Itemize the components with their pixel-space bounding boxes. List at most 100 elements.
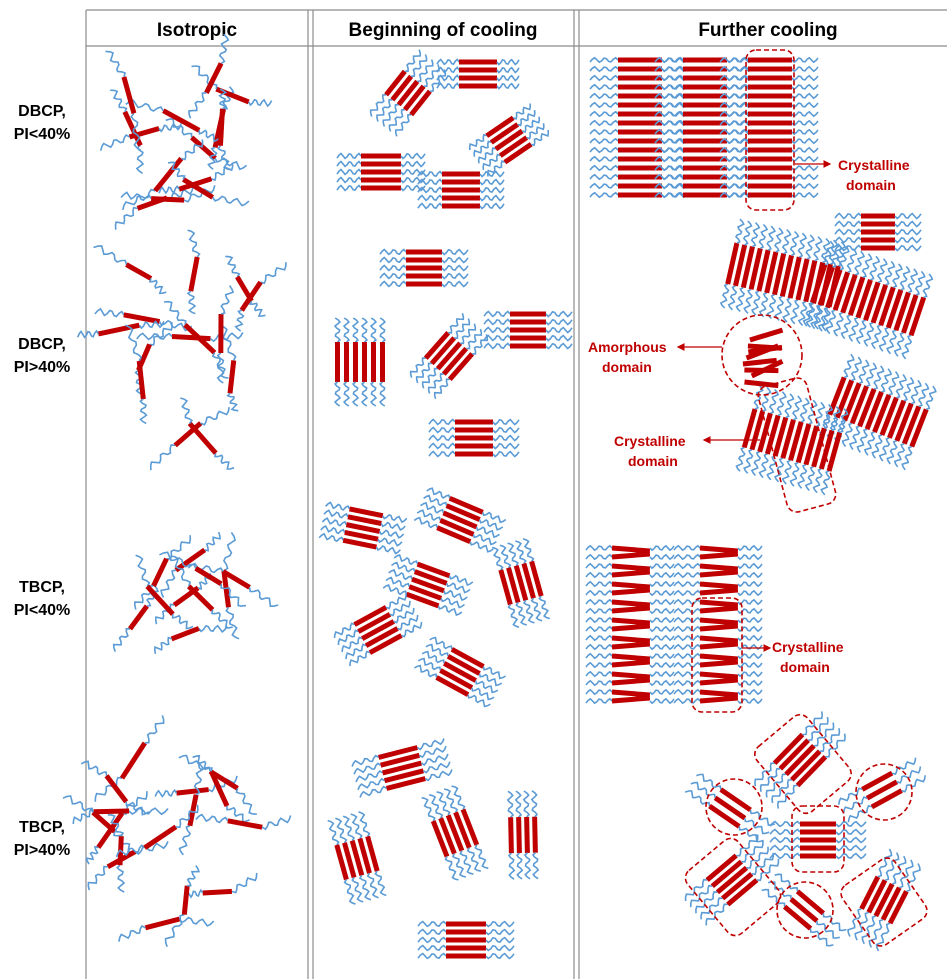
polymer-chain (321, 526, 345, 533)
polymer-chain (515, 541, 525, 564)
polymer-chain (590, 85, 618, 89)
polymer-chain (497, 60, 519, 65)
polymer-chain (493, 420, 519, 425)
polymer-chain (776, 296, 784, 320)
mesogen-rod (94, 811, 129, 812)
polymer-chain (425, 770, 452, 781)
svg-text:Crystalline: Crystalline (838, 157, 910, 173)
svg-text:Amorphous: Amorphous (588, 339, 667, 355)
crystalline-block (835, 214, 921, 251)
polymer-chain (350, 652, 370, 667)
mesogen-stack (414, 638, 505, 707)
polymer-chain (791, 463, 799, 487)
mesogen-rod (519, 817, 520, 853)
polymer-chain (770, 854, 800, 859)
polymer-chain (836, 846, 866, 851)
polymer-chain (736, 219, 744, 243)
polymer-chain (375, 871, 386, 895)
mesogen-rod (700, 584, 738, 587)
polymer-chain (590, 130, 618, 134)
polymer-chain (371, 382, 376, 406)
mesogen-stack (335, 594, 422, 666)
polymer-chain (650, 582, 674, 586)
svg-text:PI<40%: PI<40% (14, 602, 70, 619)
polymer-chain (586, 600, 612, 604)
annotation-crystalline-domain-2: Crystalline domain (614, 433, 760, 469)
polymer-chain (799, 233, 807, 257)
polymer-chain (650, 573, 674, 577)
polymer-chain (895, 238, 921, 243)
polymer-chain (650, 663, 674, 667)
polymer-chain (110, 90, 126, 112)
polymer-chain (590, 157, 618, 161)
crystalline-cluster (686, 835, 779, 926)
mesogen-rod (700, 692, 738, 695)
polymer-chain (509, 853, 514, 879)
isotropic-column-illustrations (63, 34, 291, 947)
polymer-chain (159, 186, 179, 193)
mesogen-stack (508, 791, 538, 879)
polymer-chain (380, 266, 406, 271)
polymer-chain (586, 627, 612, 631)
polymer-chain (895, 246, 921, 251)
polymer-chain (418, 196, 442, 201)
polymer-chain (791, 232, 799, 256)
polymer-chain (337, 154, 361, 159)
polymer-chain (429, 436, 455, 441)
polymer-chain (902, 775, 926, 791)
crystalline-block (804, 241, 933, 359)
mesogen-stack (319, 503, 407, 554)
polymer-chain (586, 699, 612, 703)
polymer-chain (770, 830, 800, 835)
mesogen-rod (343, 540, 376, 547)
mesogen-rod (177, 790, 209, 794)
polymer-chain (345, 880, 356, 905)
polymer-chain (480, 180, 504, 185)
mesogen-rod (743, 360, 777, 364)
polymer-chain (821, 471, 829, 495)
mesogen-rod (220, 109, 222, 146)
mesogen-rod (700, 620, 738, 623)
polymer-chain (423, 762, 450, 773)
polymer-chain (215, 158, 246, 169)
polymer-chain (78, 331, 99, 337)
polymer-chain (437, 84, 459, 89)
polymer-chain (686, 880, 708, 901)
polymer-chain (86, 847, 98, 864)
polymer-chain (674, 555, 700, 559)
polymer-chain (752, 223, 760, 247)
polymer-chain (188, 230, 200, 257)
polymer-chain (136, 555, 150, 586)
polymer-chain (173, 614, 193, 628)
crystalline-cluster (848, 849, 920, 951)
polymer-chain (360, 875, 371, 900)
mesogen-rod (700, 698, 738, 701)
polymer-chain (650, 546, 674, 550)
polymer-chain (493, 444, 519, 449)
polymer-chain (380, 282, 406, 287)
polymer-chain (674, 636, 700, 640)
polymer-chain (351, 814, 362, 838)
mesogen-rod (612, 590, 650, 593)
mesogen-rod (355, 607, 387, 624)
mesogen-rod (612, 584, 650, 587)
polymer-chain (500, 545, 510, 568)
polymer-chain (517, 853, 522, 879)
mesogen-rod (612, 602, 650, 605)
polymer-chain (835, 214, 861, 219)
polymer-chain (480, 188, 504, 193)
polymer-chain (81, 761, 106, 776)
mesogen-stack (352, 739, 452, 798)
mesogen-stack (414, 488, 506, 552)
mesogen-rod (612, 656, 650, 659)
polymer-chain (362, 382, 367, 406)
polymer-chain (188, 291, 195, 314)
polymer-chain (352, 878, 363, 902)
polymer-chain (586, 564, 612, 568)
polymer-chain (792, 184, 818, 188)
polymer-chain (381, 523, 405, 530)
polymer-chain (835, 222, 861, 227)
polymer-chain (497, 68, 519, 73)
polymer-chain (484, 344, 510, 349)
